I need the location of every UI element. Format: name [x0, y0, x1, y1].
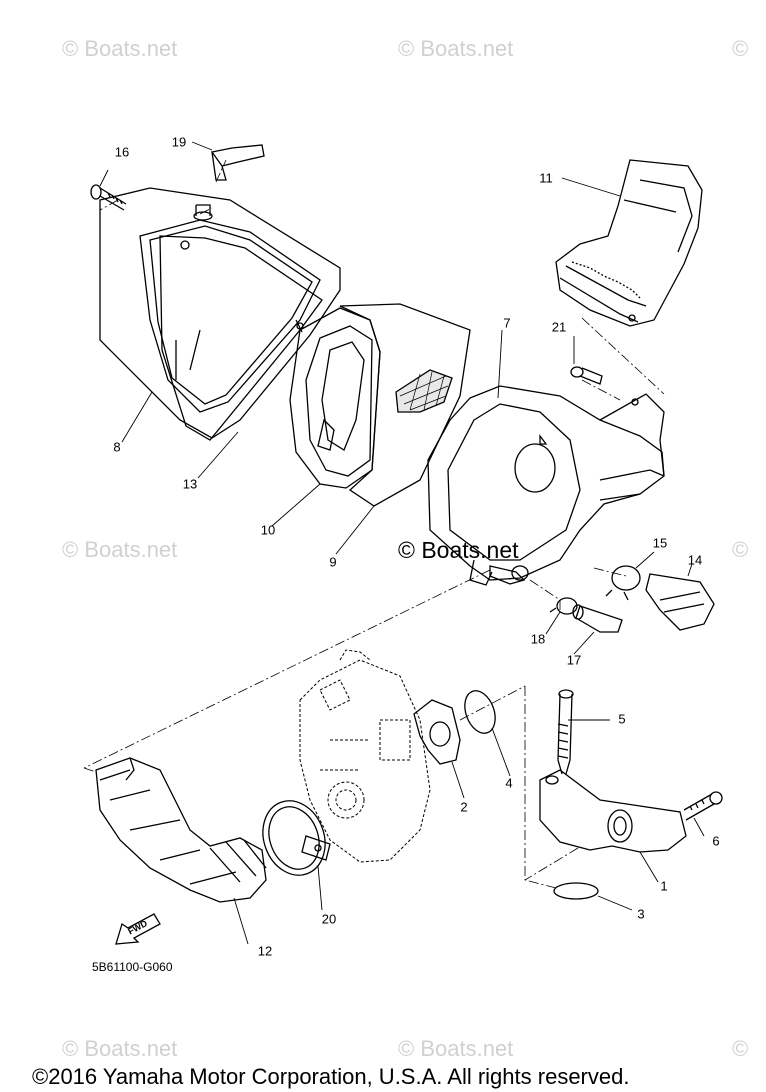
o-ring-3-drawing	[553, 882, 599, 900]
bolt-6-drawing	[683, 791, 723, 821]
gasket-2-drawing	[413, 699, 461, 765]
callout-14: 14	[687, 552, 703, 568]
air-case-7-drawing	[427, 385, 665, 586]
assembly-lines	[83, 159, 665, 889]
watermark: © Boats.net	[62, 1036, 178, 1061]
forward-arrow-icon: FWD	[115, 913, 161, 945]
callout-16: 16	[114, 144, 130, 160]
callout-11: 11	[539, 170, 553, 186]
callout-10: 10	[260, 522, 276, 538]
callout-17: 17	[566, 652, 582, 668]
watermark: © Boats.net	[398, 36, 514, 61]
element-10-drawing	[289, 307, 381, 489]
manifold-1-drawing	[539, 769, 687, 853]
carburetor-drawing	[299, 649, 431, 863]
air-duct-12-drawing	[95, 757, 267, 903]
watermark: © Boats.net	[62, 36, 178, 61]
copyright-notice: ©2016 Yamaha Motor Corporation, U.S.A. A…	[32, 1064, 630, 1089]
callout-3: 3	[637, 906, 645, 922]
watermark: © Boats.net	[62, 537, 178, 562]
leader-lines	[99, 141, 705, 945]
bolt-16-drawing	[90, 184, 127, 211]
callout-9: 9	[329, 554, 337, 570]
clamp-20-drawing	[262, 800, 331, 876]
clip-18-drawing	[549, 597, 578, 615]
callout-18: 18	[530, 631, 546, 647]
callout-19: 19	[171, 134, 187, 150]
element-9-drawing	[339, 303, 471, 507]
watermark: ©	[732, 537, 749, 562]
callout-5: 5	[618, 711, 626, 727]
callout-8: 8	[113, 439, 121, 455]
joint-11-drawing	[555, 159, 703, 327]
o-ring-4-drawing	[464, 690, 496, 734]
callout-13: 13	[182, 476, 198, 492]
callout-1: 1	[660, 878, 668, 894]
watermark: ©	[732, 1036, 749, 1061]
watermark: © Boats.net	[398, 1036, 514, 1061]
clip-15-drawing	[605, 565, 641, 601]
callout-20: 20	[321, 911, 337, 927]
callout-4: 4	[505, 775, 513, 791]
pipe-17-drawing	[572, 604, 623, 633]
callout-2: 2	[460, 799, 468, 815]
case-cover-8-drawing	[99, 187, 341, 441]
watermark-center: © Boats.net	[398, 537, 519, 563]
callout-21: 21	[551, 319, 567, 335]
diagram-code: 5B61100-G060	[92, 960, 173, 974]
hose-19-drawing	[193, 144, 265, 221]
bolt-5-drawing	[557, 689, 574, 775]
cap-14-drawing	[645, 573, 715, 631]
callout-12: 12	[257, 943, 273, 959]
callout-6: 6	[712, 833, 720, 849]
watermark: ©	[732, 36, 749, 61]
bolt-21-drawing	[570, 366, 603, 385]
callout-7: 7	[503, 315, 511, 331]
callout-15: 15	[652, 535, 668, 551]
